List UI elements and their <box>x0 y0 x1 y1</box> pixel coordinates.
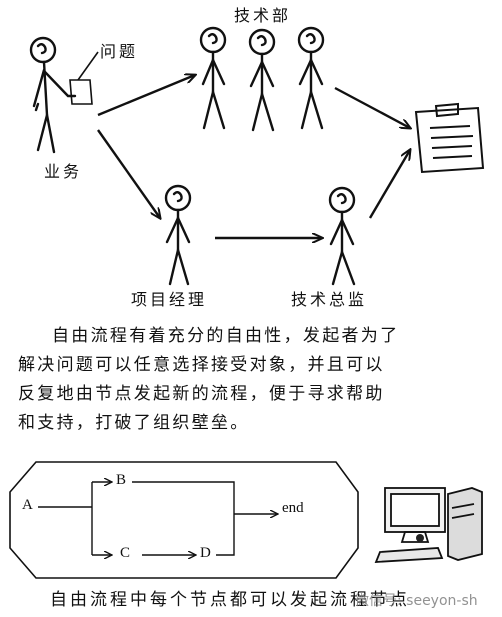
arrow-business-to-pm <box>97 129 160 218</box>
paragraph-line-1: 自由流程有着充分的自由性，发起者为了 <box>52 326 400 346</box>
flow-frame <box>9 461 359 579</box>
computer-icon <box>374 487 483 563</box>
flow-node-b: B <box>116 472 127 488</box>
paragraph-line-2: 解决问题可以任意选择接受对象，并且可以 <box>18 355 385 375</box>
document-icon <box>414 102 485 174</box>
arrow-business-to-tech <box>97 75 195 117</box>
paragraph-line-4: 和支持，打破了组织壁垒。 <box>18 413 250 433</box>
flow-node-c: C <box>120 545 131 561</box>
tech-dept-person-1-icon <box>199 26 227 130</box>
tech-dept-label: 技术部 <box>234 6 292 25</box>
paragraph-line-3: 反复地由节点发起新的流程，便于寻求帮助 <box>18 384 385 404</box>
tech-director-label: 技术总监 <box>291 290 368 309</box>
description-paragraph: 自由流程有着充分的自由性，发起者为了 解决问题可以任意选择接受对象，并且可以 反… <box>18 322 488 438</box>
flow-connectors <box>38 482 278 555</box>
project-manager-label: 项目经理 <box>131 290 208 309</box>
tech-dept-person-3-icon <box>297 26 325 130</box>
flow-node-a: A <box>22 497 33 513</box>
tech-dept-person-2-icon <box>248 28 276 132</box>
flow-node-end: end <box>282 500 304 516</box>
arrow-tech-to-document <box>334 86 410 128</box>
business-person-icon <box>29 36 77 154</box>
bottom-caption: 自由流程中每个节点都可以发起流程节点 <box>50 590 410 610</box>
tech-director-person-icon <box>328 186 356 286</box>
problem-label: 问题 <box>100 42 139 61</box>
arrow-director-to-document <box>368 150 410 219</box>
business-label: 业务 <box>44 162 83 181</box>
project-manager-person-icon <box>164 184 192 286</box>
wechat-watermark: 微信号: seeyon-sh <box>355 593 478 609</box>
problem-paper-icon <box>69 51 99 105</box>
flow-node-d: D <box>200 545 211 561</box>
